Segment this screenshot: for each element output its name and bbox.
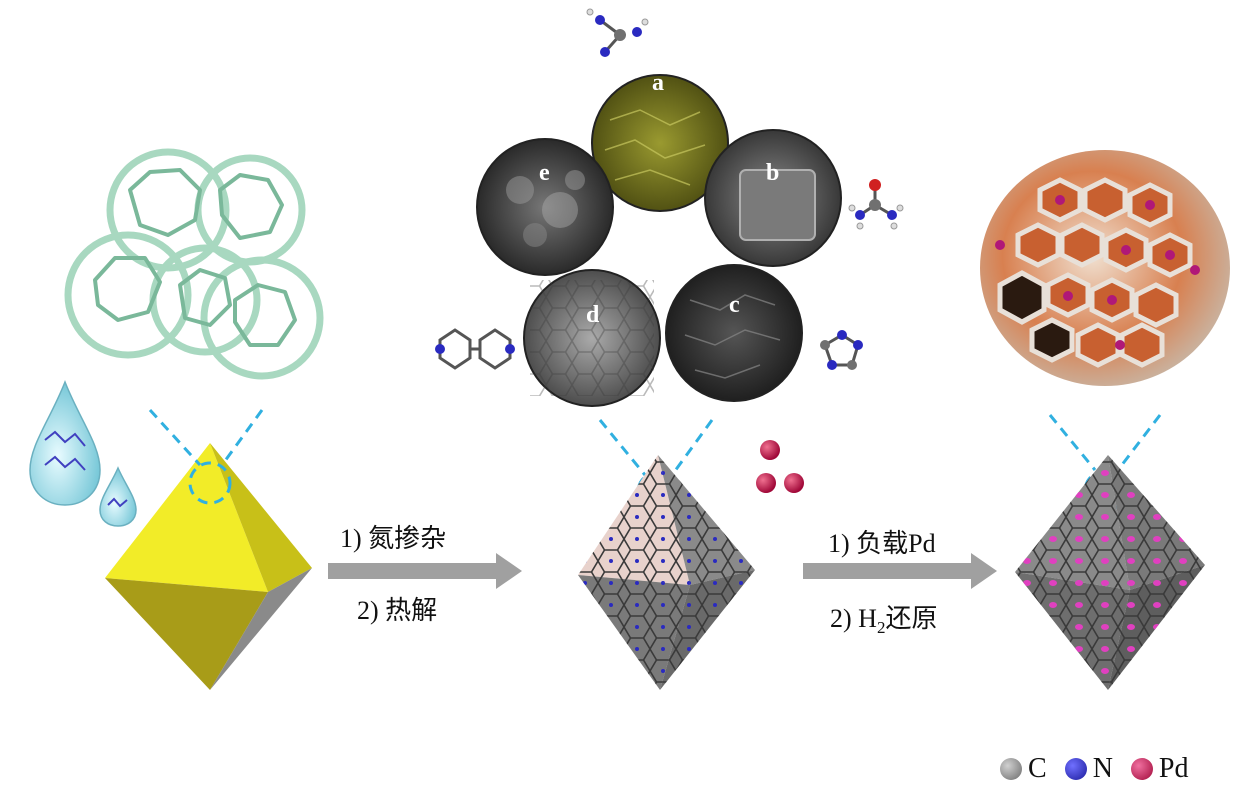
molecule-triazole-icon bbox=[820, 330, 863, 370]
yellow-octahedron bbox=[105, 443, 312, 690]
legend-dot-pd bbox=[1130, 758, 1153, 780]
sem-label-c: c bbox=[729, 292, 740, 318]
sem-label-a: a bbox=[652, 70, 664, 96]
zif-framework-cluster bbox=[64, 148, 324, 380]
arrow-step1 bbox=[328, 553, 522, 589]
step2-line2: 2) H2还原 bbox=[830, 598, 937, 638]
sem-label-d: d bbox=[586, 302, 600, 328]
n-doped-octahedron bbox=[578, 455, 755, 690]
molecule-urea-icon bbox=[848, 179, 904, 230]
legend-dot-n bbox=[1064, 758, 1087, 780]
sem-image-a bbox=[591, 74, 729, 212]
sem-image-d bbox=[523, 269, 661, 407]
honeycomb-carbon-sphere bbox=[980, 150, 1230, 386]
legend-label-n: N bbox=[1092, 753, 1113, 784]
step2-line2-prefix: 2) H bbox=[830, 604, 877, 633]
step2-line1: 1) 负载Pd bbox=[828, 529, 936, 558]
sem-image-e bbox=[476, 138, 614, 276]
sem-image-b bbox=[704, 129, 842, 267]
sem-label-b: b bbox=[766, 160, 780, 186]
step2-line2-suffix: 还原 bbox=[885, 604, 938, 633]
dash-lines-left bbox=[148, 408, 264, 505]
water-droplet-large bbox=[29, 379, 101, 506]
water-droplet-small bbox=[99, 466, 137, 527]
step2-line2-sub: 2 bbox=[876, 618, 886, 638]
step1-line1: 1) 氮掺杂 bbox=[340, 524, 447, 553]
sem-image-c bbox=[665, 264, 803, 402]
molecule-dicyandiamide-icon bbox=[586, 8, 649, 57]
pd-loaded-octahedron bbox=[1015, 455, 1205, 690]
pd-particles bbox=[756, 440, 804, 493]
sem-label-e: e bbox=[539, 160, 550, 186]
legend-label-c: C bbox=[1028, 753, 1047, 784]
legend: C N Pd bbox=[1000, 752, 1201, 786]
step1-line2: 2) 热解 bbox=[357, 596, 438, 625]
molecule-bipyridine-icon bbox=[435, 328, 515, 370]
legend-label-pd: Pd bbox=[1158, 753, 1189, 784]
arrow-step2 bbox=[803, 553, 997, 589]
legend-dot-c bbox=[1000, 758, 1022, 780]
